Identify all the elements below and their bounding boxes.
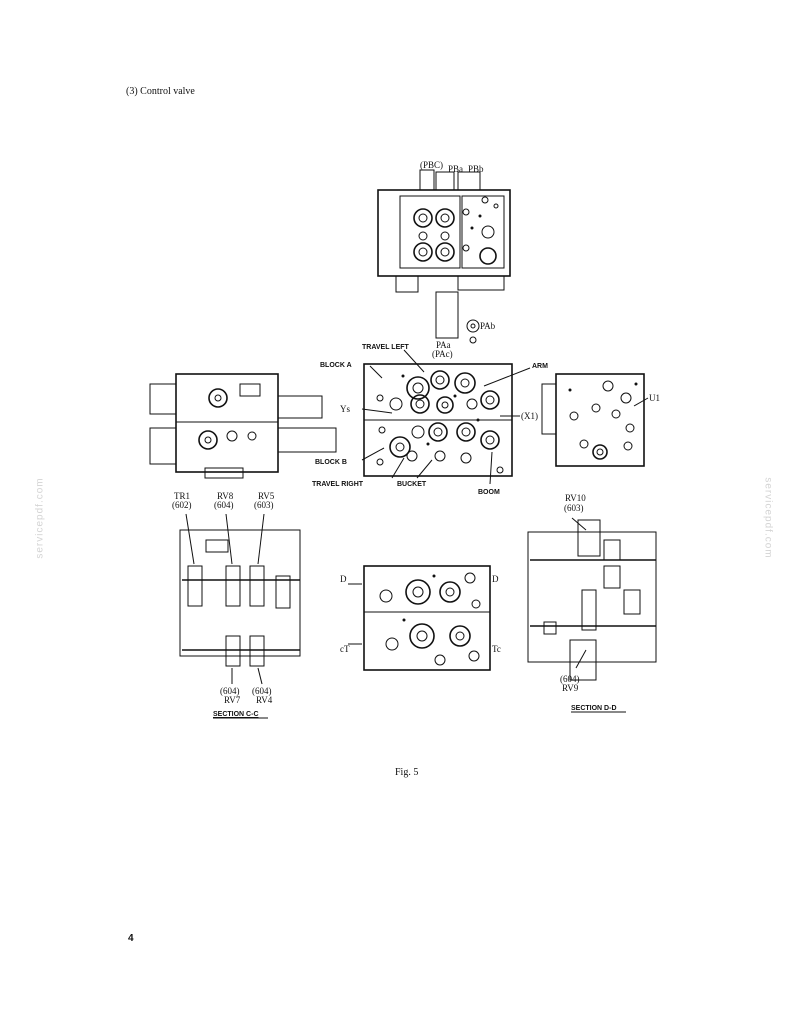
label-u1: U1	[649, 393, 660, 403]
label-rv9: RV9	[562, 683, 579, 693]
label-rv5: RV5	[258, 491, 275, 501]
label-x1: (X1)	[521, 411, 538, 421]
label-c-right: Tc	[492, 644, 501, 654]
right-side-view: U1	[541, 373, 660, 467]
section-dd-title: SECTION D-D	[571, 705, 617, 712]
section-dd-view: RV10 (603) (604) RV9 SECTION D-D	[527, 493, 657, 713]
label-rv5-num: (603)	[254, 500, 274, 510]
label-tr1: TR1	[174, 491, 190, 501]
label-travel-right: TRAVEL RIGHT	[312, 481, 364, 488]
label-travel-left: TRAVEL LEFT	[362, 344, 410, 351]
label-rv8-num: (604)	[214, 500, 234, 510]
label-d-right: D	[492, 574, 499, 584]
section-cc-view: TR1 (602) RV8 (604) RV5 (603) (604) RV7 …	[172, 491, 301, 719]
label-d-left: D	[340, 574, 347, 584]
bottom-view: D D cT Tc	[340, 565, 501, 671]
label-boom: BOOM	[478, 489, 500, 496]
label-pab: PAb	[480, 321, 496, 331]
label-rv10: RV10	[565, 493, 586, 503]
label-block-b: BLOCK B	[315, 459, 347, 466]
left-side-view	[149, 373, 337, 479]
label-pbb: PBb	[468, 164, 484, 174]
label-paa: PAa	[436, 340, 451, 350]
label-block-a: BLOCK A	[320, 362, 352, 369]
section-cc-title: SECTION C-C	[213, 711, 259, 718]
section-heading: (3) Control valve	[126, 86, 195, 97]
page-number: 4	[128, 933, 134, 944]
label-c-left: cT	[340, 644, 350, 654]
figure-caption: Fig. 5	[395, 767, 419, 778]
label-pac: (PAc)	[432, 349, 453, 359]
label-rv7: RV7	[224, 695, 241, 705]
label-rv7-num: (604)	[220, 686, 240, 696]
label-pba: PBa	[448, 164, 463, 174]
label-ys: Ys	[340, 404, 350, 414]
label-rv4-num: (604)	[252, 686, 272, 696]
label-arm: ARM	[532, 363, 548, 370]
label-pbc: (PBC)	[420, 160, 443, 170]
label-rv4: RV4	[256, 695, 273, 705]
label-rv10-num: (603)	[564, 503, 584, 513]
label-rv9-num: (604)	[560, 674, 580, 684]
label-rv8: RV8	[217, 491, 234, 501]
label-tr1-num: (602)	[172, 500, 192, 510]
main-view: TRAVEL LEFT BLOCK A ARM Ys (X1) BLOCK B …	[312, 344, 548, 496]
top-view: (PBC) PBa PBb PAb PAa (PAc)	[377, 160, 511, 359]
label-bucket: BUCKET	[397, 481, 427, 488]
